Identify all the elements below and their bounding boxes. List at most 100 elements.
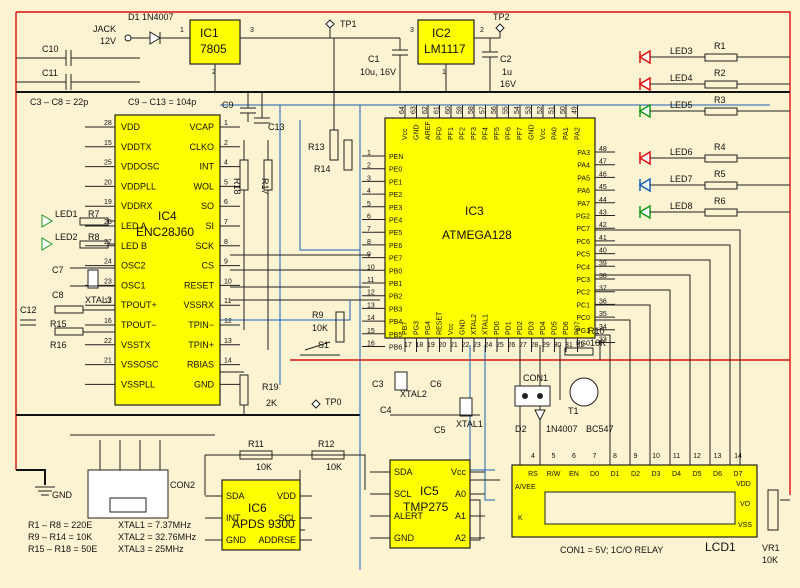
ic3-pin-label: PB4 xyxy=(389,319,402,326)
ic4-pin-label: TPIN+ xyxy=(188,340,214,350)
r17-r18: R18 R17 xyxy=(232,140,273,350)
ic3-pin-label: PE5 xyxy=(389,230,402,237)
c8-label: C8 xyxy=(52,290,64,300)
r9-label: R9 xyxy=(312,310,324,320)
c2-value-b: 16V xyxy=(500,79,516,89)
ic3-pin-label: PC6 xyxy=(576,239,590,246)
con2-rj45-connector: CON2 xyxy=(87,469,195,519)
lcd-pin-number: 5 xyxy=(552,453,556,460)
note-r15-r18: R15 – R18 = 50E xyxy=(28,544,97,554)
ic1-regulator: IC1 7805 1 3 2 xyxy=(170,19,400,92)
c3-label: C3 xyxy=(372,379,384,389)
ic3-pin-label: PF7 xyxy=(517,127,524,140)
ic5-pin-label: A1 xyxy=(455,511,466,521)
note-xtal1: XTAL1 = 7.37MHz xyxy=(118,520,192,530)
ic4-pin-number: 19 xyxy=(104,199,112,206)
ic3-pin-label: PE6 xyxy=(389,243,402,250)
lcd-pin-number: 8 xyxy=(613,453,617,460)
ic3-pin-label: PA3 xyxy=(577,150,590,157)
ic3-pin-label: Vcc xyxy=(402,128,409,140)
lcd-pin-label: D4 xyxy=(672,471,681,478)
r16-label: R16 xyxy=(50,340,67,350)
ic6-pin-label: GND xyxy=(226,535,247,545)
ic4-pin-number: 12 xyxy=(224,318,232,325)
ic4-pin-number: 2 xyxy=(224,140,228,147)
ic4-pin-number: 14 xyxy=(224,358,232,365)
ic3-pin-label: PA7 xyxy=(577,201,590,208)
lcd-pin-number: 13 xyxy=(714,453,722,460)
ic3-pin-label: AREF xyxy=(425,121,432,140)
ic3-pin-label: PD1 xyxy=(506,321,513,335)
ic3-pin-number: 2 xyxy=(367,163,371,170)
ethernet-oscillator: C7 C8 XTAL3 xyxy=(52,265,115,305)
ic4-pin-number: 10 xyxy=(224,278,232,285)
lcd-pin-label: D3 xyxy=(652,471,661,478)
ic3-pin-label: PB3 xyxy=(389,306,402,313)
c13-label: C13 xyxy=(268,122,285,132)
ic3-pin-label: PC0 xyxy=(576,315,590,322)
r14-label: R14 xyxy=(314,164,331,174)
ic3-pin-number: 39 xyxy=(599,260,607,267)
gnd-label: GND xyxy=(52,490,73,500)
relay-driver: CON1 D2 1N4007 T1 BC547 R10 10K xyxy=(514,326,614,434)
ic3-pin-label: PF3 xyxy=(471,127,478,140)
tp0-label: TP0 xyxy=(325,397,342,407)
r11-value: 10K xyxy=(256,462,272,472)
ic3-pin-number: 27 xyxy=(519,342,527,349)
ic3-pin-number: 1 xyxy=(367,150,371,157)
led-label: LED4 xyxy=(670,73,693,83)
ic4-pin-label: INT xyxy=(200,162,215,172)
led1-label: LED1 xyxy=(55,209,78,219)
c1-value: 10u, 16V xyxy=(360,67,396,77)
ic3-pin-number: 30 xyxy=(554,342,562,349)
ic3-pin-number: 63 xyxy=(411,106,418,114)
led-label: LED6 xyxy=(670,147,693,157)
r18-label: R18 xyxy=(232,178,242,195)
ic3-pin-label: GND xyxy=(460,319,467,335)
led-label: LED5 xyxy=(670,100,693,110)
ic1-part: 7805 xyxy=(200,42,227,56)
ic4-pin-number: 8 xyxy=(224,239,228,246)
lcd-module: LCD1 RS4R/W5EN6D07D18D29D310D411D512D613… xyxy=(511,453,758,554)
ic3-pin-number: 22 xyxy=(462,342,470,349)
ic4-pin-label: VSSPLL xyxy=(121,379,155,389)
svg-text:3: 3 xyxy=(250,27,254,34)
ic3-pin-number: 41 xyxy=(599,235,607,242)
ic4-pin-label: SO xyxy=(201,201,214,211)
ic6-pin-label: VDD xyxy=(277,491,297,501)
ic3-pin-label: PC2 xyxy=(576,290,590,297)
led-resistor-label: R6 xyxy=(714,196,726,206)
ic3-pin-number: 46 xyxy=(599,171,607,178)
ic3-pin-number: 35 xyxy=(599,311,607,318)
ic5-pin-label: GND xyxy=(394,533,415,543)
svg-text:1: 1 xyxy=(180,27,184,34)
ic5-pin-label: Vcc xyxy=(451,467,467,477)
d1-label: D1 1N4007 xyxy=(128,12,174,22)
ic3-pin-number: 36 xyxy=(599,298,607,305)
ic3-pin-label: GND xyxy=(529,124,536,140)
c1-label: C1 xyxy=(368,54,380,64)
lcd-pin-number: 14 xyxy=(734,453,742,460)
ic3-left-pins: PEN1PE02PE13PE24PE35PE46PE57PE68PE79PB01… xyxy=(362,150,403,352)
ic3-pin-number: 62 xyxy=(422,106,429,114)
ic3-pin-number: 57 xyxy=(480,106,487,114)
t1-part: BC547 xyxy=(586,424,614,434)
jack-voltage: 12V xyxy=(100,36,116,46)
ic3-pin-label: XTAL1 xyxy=(483,314,490,335)
ic3-pin-number: 60 xyxy=(445,106,452,114)
tp1-label: TP1 xyxy=(340,19,357,29)
ic3-pin-number: 21 xyxy=(450,342,458,349)
ic4-ref: IC4 xyxy=(158,209,177,223)
ic3-pin-number: 45 xyxy=(599,184,607,191)
ic3-pin-label: PD4 xyxy=(540,321,547,335)
lcd-pins: RS4R/W5EN6D07D18D29D310D411D512D613D714A… xyxy=(515,453,752,529)
led-icon xyxy=(638,177,651,193)
d2-label: D2 xyxy=(515,424,527,434)
ic3-pin-label: PC7 xyxy=(576,226,590,233)
ic3-pin-number: 4 xyxy=(367,188,371,195)
c11-label: C11 xyxy=(42,68,58,78)
ethernet-leds: LED1 LED2 R7 R8 xyxy=(41,209,115,251)
